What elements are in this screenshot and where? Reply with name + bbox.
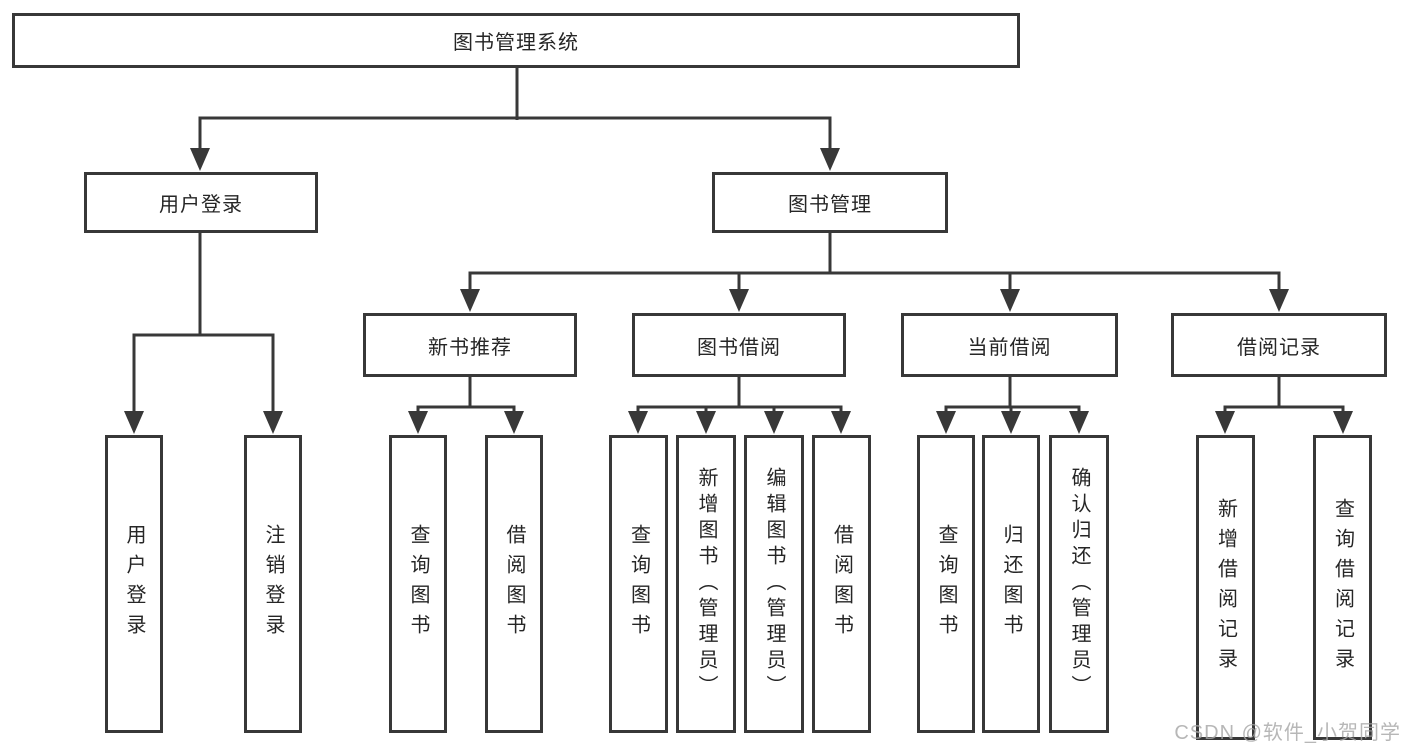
leaf-newbooks-query: 查询图书: [389, 435, 447, 733]
arrowheads-level2: [190, 148, 840, 171]
node-borrow-records: 借阅记录: [1171, 313, 1387, 377]
leaf-current-query-label: 查询图书: [935, 524, 957, 644]
leaf-newbooks-query-label: 查询图书: [407, 524, 429, 644]
connector-newbooks-to-leaves: [416, 377, 516, 414]
leaf-borrow-book-label: 借阅图书: [830, 524, 853, 644]
arrowheads-level3: [460, 289, 1289, 312]
leaf-user-login: 用户登录: [105, 435, 163, 733]
leaf-current-return: 归还图书: [982, 435, 1040, 733]
node-current-borrow: 当前借阅: [901, 313, 1118, 377]
node-book-borrow-label: 图书借阅: [697, 336, 781, 359]
node-book-management: 图书管理: [712, 172, 948, 233]
leaf-borrow-add-admin: 新增图书（管理员）: [676, 435, 736, 733]
node-user-login: 用户登录: [84, 172, 318, 233]
leaf-borrow-edit-admin-label: 编辑图书（管理员）: [763, 467, 785, 701]
arrowheads-userlogin-leaves: [124, 411, 283, 434]
leaf-logout-label: 注销登录: [262, 524, 284, 644]
leaf-records-query-label: 查询借阅记录: [1331, 497, 1354, 678]
arrowheads-leaves: [408, 411, 1353, 434]
leaf-records-add: 新增借阅记录: [1196, 435, 1255, 740]
node-book-management-label: 图书管理: [788, 194, 872, 216]
leaf-newbooks-borrow: 借阅图书: [485, 435, 543, 733]
node-new-books-label: 新书推荐: [428, 336, 512, 359]
leaf-borrow-query: 查询图书: [609, 435, 668, 733]
leaf-records-add-label: 新增借阅记录: [1214, 497, 1237, 678]
leaf-records-query: 查询借阅记录: [1313, 435, 1372, 740]
node-current-borrow-label: 当前借阅: [967, 336, 1052, 359]
node-new-books: 新书推荐: [363, 313, 577, 377]
connector-currentborrow-to-leaves: [944, 377, 1081, 414]
leaf-newbooks-borrow-label: 借阅图书: [503, 524, 525, 644]
leaf-current-return-label: 归还图书: [1000, 524, 1022, 644]
node-borrow-records-label: 借阅记录: [1237, 336, 1321, 359]
leaf-user-login-label: 用户登录: [123, 524, 145, 644]
connector-root-to-level2: [198, 68, 832, 152]
connector-bookborrow-to-leaves: [636, 377, 843, 414]
node-user-login-label: 用户登录: [159, 194, 243, 216]
connector-bookmgmt-to-level3: [468, 233, 1281, 292]
leaf-current-confirm-admin-label: 确认归还（管理员）: [1068, 467, 1090, 701]
connector-records-to-leaves: [1223, 377, 1345, 414]
leaf-current-query: 查询图书: [917, 435, 975, 733]
leaf-logout: 注销登录: [244, 435, 302, 733]
leaf-borrow-query-label: 查询图书: [627, 524, 650, 644]
node-system-root: 图书管理系统: [12, 13, 1020, 68]
leaf-borrow-book: 借阅图书: [812, 435, 871, 733]
node-book-borrow: 图书借阅: [632, 313, 846, 377]
leaf-borrow-add-admin-label: 新增图书（管理员）: [695, 467, 717, 701]
leaf-current-confirm-admin: 确认归还（管理员）: [1049, 435, 1109, 733]
leaf-borrow-edit-admin: 编辑图书（管理员）: [744, 435, 804, 733]
connector-userlogin-to-leaves: [132, 233, 275, 414]
node-system-root-label: 图书管理系统: [453, 32, 579, 54]
